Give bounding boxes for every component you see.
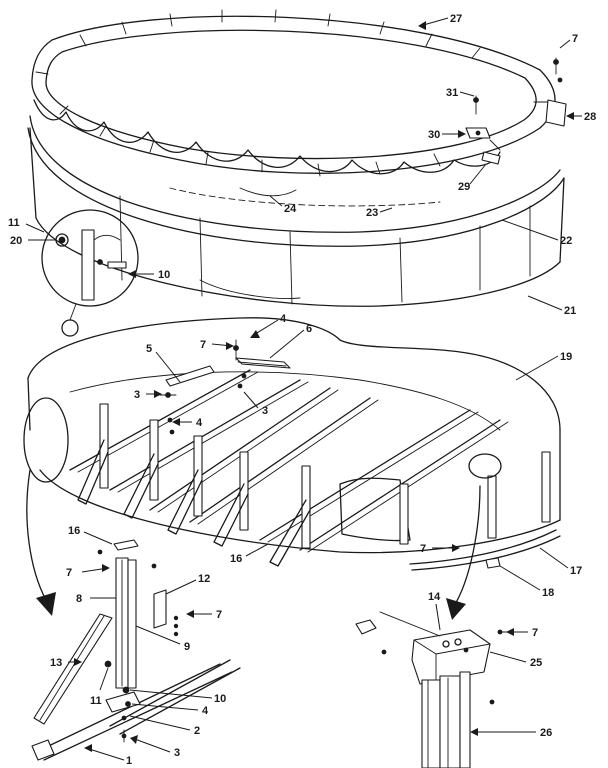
detail-callout-circles [23,209,502,483]
label-part-31: 31 [446,87,458,99]
label-part-6: 6 [306,323,312,335]
label-part-10-bottom: 10 [214,693,226,705]
label-part-7-bottom-left: 7 [66,567,72,579]
label-part-3-left: 3 [134,389,140,401]
label-part-7-mid: 7 [200,339,206,351]
label-part-20: 20 [10,235,22,247]
label-part-4-mid: 4 [196,417,203,429]
upright-assembly-detail [31,539,241,761]
label-part-11-bottom: 11 [90,695,102,707]
label-part-1: 1 [126,755,132,767]
label-part-8: 8 [76,593,82,605]
leader-lines [25,17,582,761]
label-part-18: 18 [542,587,554,599]
label-part-25: 25 [530,657,542,669]
label-part-3-bottom: 3 [174,747,180,759]
label-part-4-bottom: 4 [202,705,209,717]
top-rail-ring [31,9,556,177]
label-part-7-top: 7 [572,33,578,45]
label-part-7-bottom-mid: 7 [216,609,222,621]
label-part-11-top: 11 [8,217,20,229]
label-part-2: 2 [194,725,200,737]
label-part-23: 23 [366,207,378,219]
label-part-21: 21 [564,305,576,317]
label-part-10-top: 10 [158,269,170,281]
label-part-12: 12 [198,573,210,585]
label-part-5: 5 [146,343,152,355]
top-cap-parts [465,57,567,165]
pool-wall-frame [27,317,561,571]
label-part-22: 22 [560,235,572,247]
label-part-27: 27 [450,13,462,25]
label-part-19: 19 [560,351,572,363]
label-part-24: 24 [284,203,297,215]
label-part-7-bottom-right: 7 [532,627,538,639]
upright-top-cap-detail [355,557,511,768]
label-part-17: 17 [570,565,582,577]
label-part-30: 30 [428,129,440,141]
pool-liner [27,99,565,307]
upper-bracket-parts [159,339,291,435]
label-part-16-mid: 16 [230,553,242,565]
label-part-16-bottom: 16 [68,525,80,537]
label-part-26: 26 [540,727,552,739]
label-part-28: 28 [584,111,596,123]
label-part-7-right: 7 [420,543,426,555]
detail-arrows [26,469,481,620]
label-part-9: 9 [184,641,190,653]
label-part-14: 14 [428,591,441,603]
label-part-13: 13 [50,657,62,669]
part-number-labels: 27 7 31 28 30 29 24 23 22 21 11 20 10 4 … [8,13,596,767]
label-part-3-mid: 3 [262,405,268,417]
label-part-4-top: 4 [280,313,287,325]
label-part-29: 29 [458,181,470,193]
